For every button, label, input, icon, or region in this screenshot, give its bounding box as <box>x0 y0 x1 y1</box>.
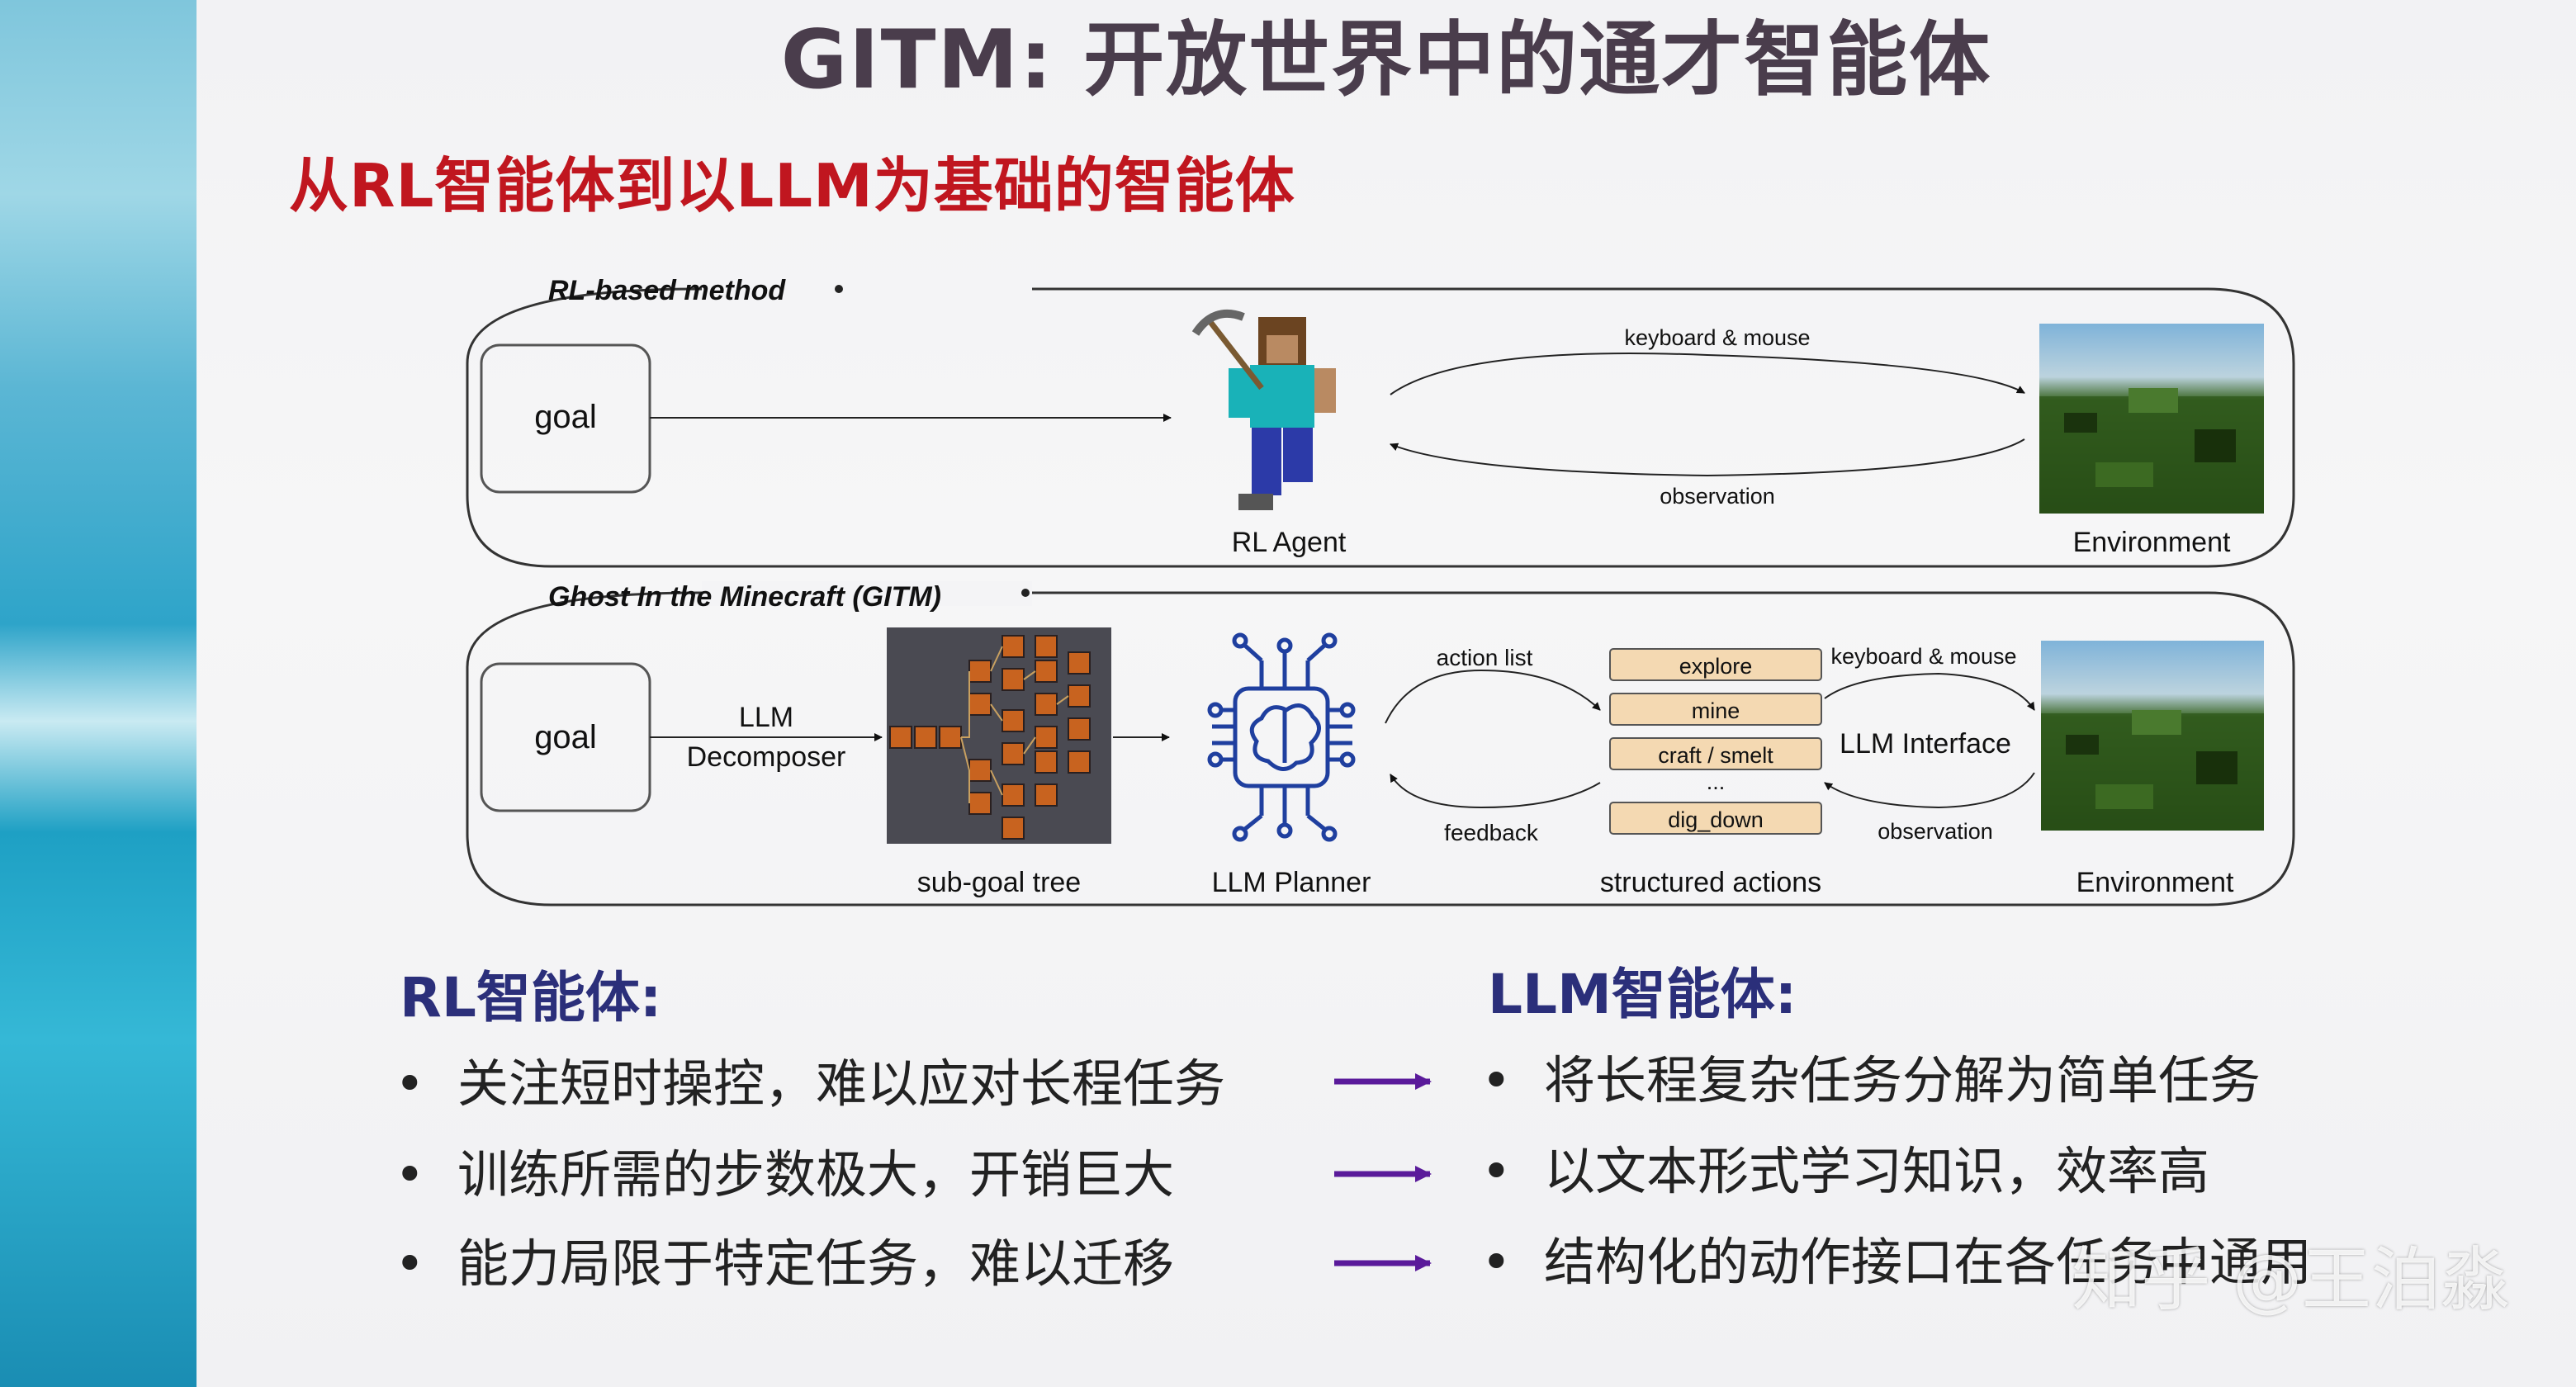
action-craft-label: craft / smelt <box>1658 743 1773 768</box>
zhihu-watermark: 知乎 @王泊淼 <box>2072 1239 2510 1320</box>
rl-agent-label: RL Agent <box>1232 527 1347 558</box>
slide-title: GITM: 开放世界中的通才智能体 <box>780 13 1992 107</box>
gitm-goal-label: goal <box>534 719 597 755</box>
llm-bullet-3-text: 结构化的动作接口在各任务中通用 <box>1544 1232 2313 1292</box>
feedback-label: feedback <box>1444 820 1539 845</box>
bullet-dot: • <box>395 1144 425 1205</box>
rl-bullet-2-text: 训练所需的步数极大，开销巨大 <box>457 1144 1175 1205</box>
bullet-dot: • <box>1481 1232 1512 1292</box>
rl-observation-arrow <box>1390 438 2025 477</box>
gitm-observation-arrow <box>1824 772 2035 809</box>
rl-environment-image <box>2039 324 2264 514</box>
rl-bullet-2: • 训练所需的步数极大，开销巨大 <box>395 1138 1174 1212</box>
bullet-dot: • <box>395 1233 425 1294</box>
bullet-dot: • <box>395 1053 425 1114</box>
rl-bullet-3-text: 能力局限于特定任务，难以迁移 <box>457 1233 1175 1294</box>
action-box-craft <box>1609 737 1822 770</box>
gitm-panel: Ghost In the Minecraft (GITM) goal LLM D… <box>466 581 2295 907</box>
gitm-observation-label: observation <box>1878 819 1993 844</box>
action-box-dig-down <box>1609 802 1822 835</box>
gitm-keyboard-arrow <box>1824 672 2035 711</box>
llm-agent-heading: LLM智能体: <box>1488 963 1797 1026</box>
gitm-environment-image <box>2041 641 2264 831</box>
action-box-mine <box>1609 693 1822 726</box>
slide: GITM: 开放世界中的通才智能体 从RL智能体到以LLM为基础的智能体 RL-… <box>197 0 2576 1387</box>
rl-observation-label: observation <box>1660 484 1775 509</box>
bullet-dot: • <box>1481 1050 1512 1110</box>
feedback-arrow <box>1390 774 1601 809</box>
gitm-diagram: RL-based method goal RL Agent keyboard &… <box>466 275 2295 1271</box>
sub-goal-tree-label: sub-goal tree <box>917 867 1081 898</box>
gitm-keyboard-label: keyboard & mouse <box>1830 644 2016 669</box>
bullet-dot: • <box>1481 1141 1512 1201</box>
structured-actions-label: structured actions <box>1600 867 1821 898</box>
rl-action-arrow <box>1390 353 2025 395</box>
gitm-panel-title: Ghost In the Minecraft (GITM) <box>548 581 941 613</box>
action-box-explore <box>1609 648 1822 681</box>
gitm-environment-label: Environment <box>2076 867 2234 898</box>
rl-goal-label: goal <box>534 399 597 435</box>
background-left-strip <box>0 0 197 1387</box>
rl-panel: RL-based method goal RL Agent keyboard &… <box>466 275 2295 568</box>
action-dig-down-label: dig_down <box>1668 807 1764 832</box>
structured-actions-list: explore mine craft / smelt ... dig_down <box>1609 648 1822 835</box>
rl-keyboard-label: keyboard & mouse <box>1624 325 1810 350</box>
action-mine-label: mine <box>1692 698 1740 723</box>
llm-decomposer-label-1: LLM <box>739 702 793 733</box>
action-list-arrow <box>1385 669 1601 724</box>
action-explore-label: explore <box>1679 654 1753 679</box>
llm-bullet-1-text: 将长程复杂任务分解为简单任务 <box>1544 1050 2261 1110</box>
llm-bullet-1: • 将长程复杂任务分解为简单任务 <box>1481 1044 2261 1118</box>
rl-bullet-3: • 能力局限于特定任务，难以迁移 <box>395 1227 1174 1301</box>
action-list-label: action list <box>1437 645 1533 670</box>
rl-bullet-1: • 关注短时操控，难以应对长程任务 <box>395 1047 1225 1121</box>
llm-decomposer-label-2: Decomposer <box>687 741 846 773</box>
llm-interface-label: LLM Interface <box>1840 728 2011 760</box>
brain-chip-icon <box>1207 632 1356 842</box>
rl-agent-heading: RL智能体: <box>400 966 662 1030</box>
llm-planner-label: LLM Planner <box>1212 867 1371 898</box>
action-ellipsis: ... <box>1707 769 1726 794</box>
comparison-arrows <box>1334 1073 1432 1271</box>
llm-bullet-2-text: 以文本形式学习知识，效率高 <box>1544 1141 2210 1201</box>
gitm-panel-border <box>466 591 2295 907</box>
sub-goal-tree-image <box>887 627 1111 844</box>
rl-environment-label: Environment <box>2073 527 2231 558</box>
rl-panel-border <box>466 287 2295 568</box>
llm-bullet-2: • 以文本形式学习知识，效率高 <box>1481 1134 2209 1209</box>
slide-subtitle: 从RL智能体到以LLM为基础的智能体 <box>289 151 1295 220</box>
minecraft-steve-icon <box>1191 310 1336 510</box>
rl-bullet-1-text: 关注短时操控，难以应对长程任务 <box>457 1053 1226 1114</box>
llm-bullet-3: • 结构化的动作接口在各任务中通用 <box>1481 1225 2312 1299</box>
rl-panel-title: RL-based method <box>548 275 786 306</box>
